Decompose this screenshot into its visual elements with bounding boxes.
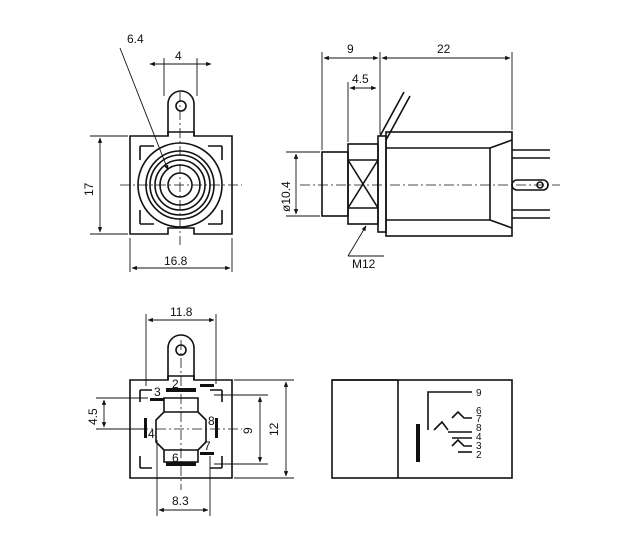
thread-label: M12 <box>352 257 376 271</box>
schematic-pin-8: 8 <box>476 423 482 434</box>
front-mounting-tab <box>167 90 195 136</box>
dim-left-label: 4.5 <box>86 408 100 425</box>
bottom-pin-8: 8 <box>208 414 215 428</box>
schematic-symbol: 9 6 7 8 4 3 2 <box>331 379 513 479</box>
dim-height-label: 17 <box>82 182 96 196</box>
front-view: 4 6.4 17 16.8 <box>82 32 242 272</box>
bottom-view: 2 3 4 8 6 7 11.8 4.5 9 12 8.3 <box>86 305 294 516</box>
bottom-pin-2: 2 <box>172 377 179 391</box>
schematic-pin-7: 7 <box>476 414 482 425</box>
schematic-box <box>331 379 513 479</box>
dim-step-label: 4.5 <box>352 72 369 86</box>
bottom-pin-6: 6 <box>172 451 179 465</box>
side-pins <box>511 149 550 219</box>
bottom-pin-4: 4 <box>148 427 155 441</box>
dim-outer-label: 12 <box>267 422 281 436</box>
dim-width-label: 16.8 <box>164 254 188 268</box>
bottom-pin-3: 3 <box>154 385 161 399</box>
dim-collar-label: 9 <box>347 42 354 56</box>
side-barrel <box>321 151 349 217</box>
dim-diameter-label: ø10.4 <box>279 181 293 212</box>
schematic-pin-6: 6 <box>476 406 482 417</box>
dim-pitch-label: 4 <box>175 49 182 63</box>
schematic-pin-9: 9 <box>476 388 482 399</box>
schematic-pin-2: 2 <box>476 450 482 461</box>
schematic-pin-4: 4 <box>476 432 482 443</box>
dim-bottom-label: 8.3 <box>172 494 189 508</box>
side-view: 9 22 4.5 ø10.4 M12 <box>279 42 560 271</box>
bottom-pin-7: 7 <box>204 439 211 453</box>
dim-bore-label: 6.4 <box>127 32 144 46</box>
dim-inner-label: 9 <box>241 427 255 434</box>
dim-body-label: 22 <box>437 42 451 56</box>
front-tab-hole <box>175 100 187 112</box>
dim-top-label: 11.8 <box>170 305 193 319</box>
schematic-pin-3: 3 <box>476 441 482 452</box>
